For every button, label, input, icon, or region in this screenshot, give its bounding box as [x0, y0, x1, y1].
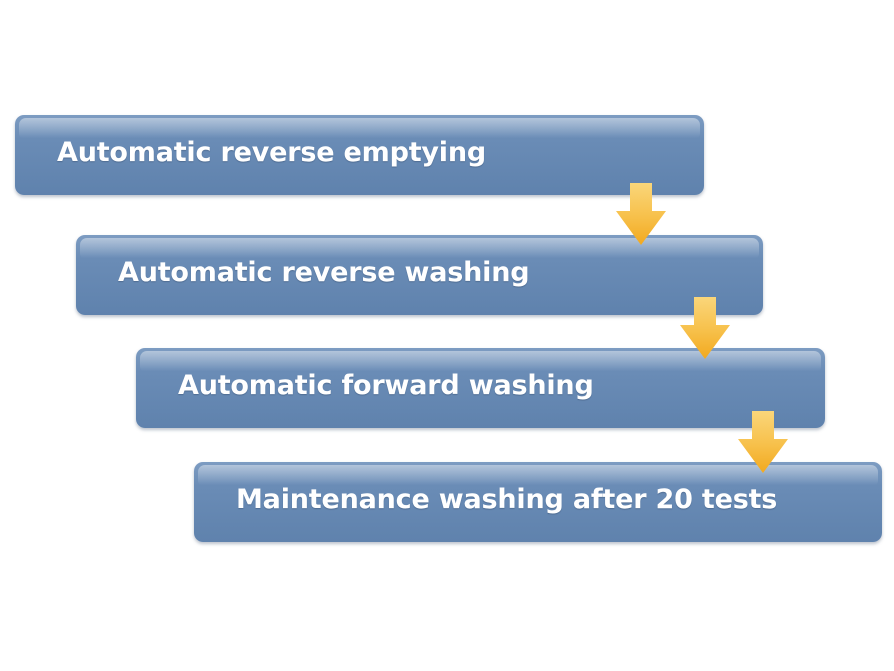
step-label: Maintenance washing after 20 tests: [236, 484, 778, 515]
step-box-maintenance-washing: Maintenance washing after 20 tests: [194, 462, 882, 542]
step-label: Automatic reverse emptying: [57, 137, 487, 168]
arrow-down-icon: [680, 297, 730, 359]
step-box-reverse-emptying: Automatic reverse emptying: [15, 115, 704, 195]
step-box-reverse-washing: Automatic reverse washing: [76, 235, 763, 315]
step-box-forward-washing: Automatic forward washing: [136, 348, 825, 428]
step-label: Automatic forward washing: [178, 370, 594, 401]
arrow-down-icon: [738, 411, 788, 473]
arrow-down-icon: [616, 183, 666, 245]
step-label: Automatic reverse washing: [118, 257, 530, 288]
